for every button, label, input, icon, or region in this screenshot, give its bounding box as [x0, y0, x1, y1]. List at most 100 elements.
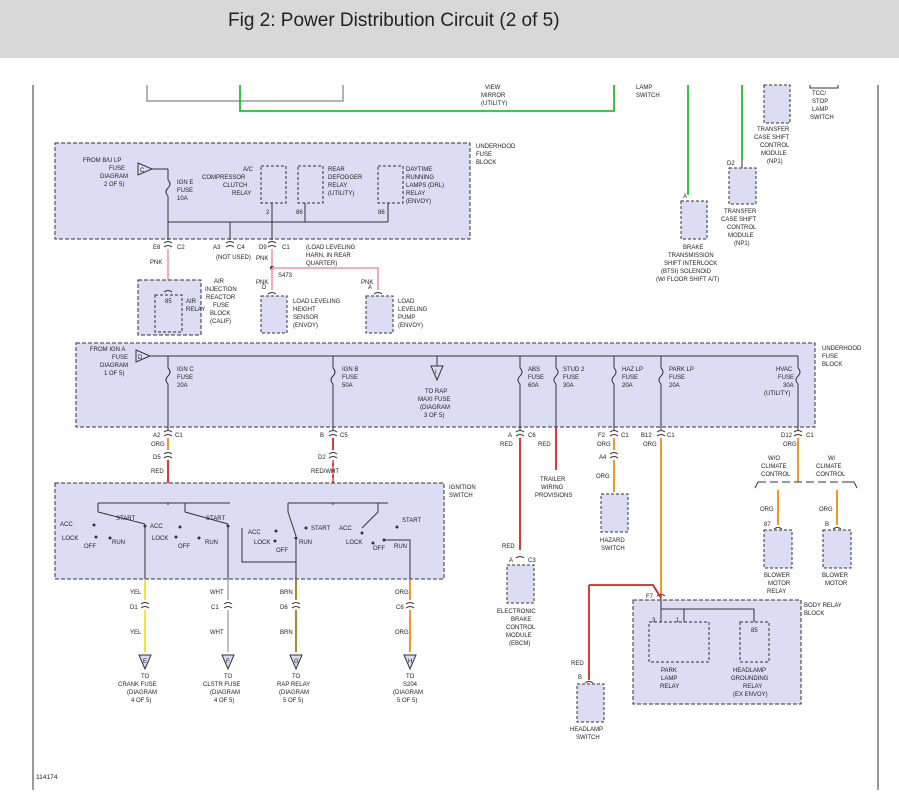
- ign-c-1: FUSE: [177, 375, 193, 381]
- ufb-lower-label-0: UNDERHOOD: [822, 346, 862, 352]
- b-pin: B: [320, 433, 324, 439]
- btsi-2: SHIFT INTERLOCK: [664, 261, 717, 267]
- ebcm-2: CONTROL: [506, 625, 536, 631]
- f2-conn: C1: [621, 433, 629, 439]
- rap-out-0: TO: [292, 674, 301, 680]
- llp-pin-icon: [373, 292, 383, 295]
- c2-conn: C2: [177, 245, 185, 251]
- btsi-pin: A: [683, 194, 687, 200]
- crank-wire-1: YEL: [130, 590, 142, 596]
- f2-pin: F2: [598, 433, 606, 439]
- stud2-1: FUSE: [563, 375, 579, 381]
- air-block-5: (CALIF): [210, 319, 231, 325]
- headlamp-pin: B: [578, 675, 582, 681]
- rap-out-3: 5 OF 5): [283, 698, 303, 704]
- w-climate-2: CONTROL: [816, 472, 846, 478]
- crank-pin: D1: [130, 605, 138, 611]
- headlamp-pin-icon: [584, 681, 594, 684]
- park-0: PARK LP: [669, 367, 694, 373]
- drl-relay-box: [377, 165, 404, 204]
- air-block-2: REACTOR: [206, 295, 236, 301]
- ign-lock-3: LOCK: [254, 540, 270, 546]
- e8-connector-icon: [163, 241, 173, 248]
- ebcm-pin: A: [509, 558, 513, 564]
- pink-wire-pump: [272, 267, 379, 290]
- ignition-switch: [54, 482, 445, 580]
- drl-2: LAMPS (DRL): [406, 183, 444, 189]
- ign-e-fuse-2: 10A: [177, 196, 188, 202]
- ufb-lower-from-0: FROM IGN A: [90, 347, 125, 353]
- s204-0: TO: [406, 674, 415, 680]
- hg-0: HEADLAMP: [733, 668, 766, 674]
- defogger-relay-box: [297, 165, 324, 204]
- air-block-1: INJECTION: [205, 287, 237, 293]
- blower-org-2: ORG: [819, 507, 833, 513]
- ebcm-conn: C3: [528, 558, 536, 564]
- ufb-upper-label-2: BLOCK: [476, 160, 496, 166]
- a2-conn: C1: [175, 433, 183, 439]
- underhood-fuse-block-lower: [75, 342, 816, 428]
- ign-lock-4: LOCK: [346, 540, 362, 546]
- tcsi-lower-1: CASE SHIFT: [721, 217, 757, 223]
- f2-color: ORG: [597, 442, 611, 448]
- hazard-0: HAZARD: [600, 538, 625, 544]
- ign-acc-1: ACC: [60, 522, 73, 528]
- d2-pin-lower: D2: [318, 455, 326, 461]
- blower-motor-1: MOTOR: [825, 581, 848, 587]
- hg-1: GROUNDING: [731, 676, 769, 682]
- air-block-3: FUSE: [213, 303, 229, 309]
- abs-2: 60A: [528, 383, 539, 389]
- clstr-pin: C1: [211, 605, 219, 611]
- crank-2: (DIAGRAM: [127, 690, 157, 696]
- park-lamp-relay: [648, 621, 710, 663]
- park-0: PARK: [661, 668, 677, 674]
- headlamp-1: SWITCH: [576, 735, 600, 741]
- headlamp-switch: [576, 683, 605, 723]
- drl-relay-pin: 86: [378, 210, 385, 216]
- red-wht-label: RED/WHT: [311, 469, 339, 475]
- s204-wire-2: ORG: [395, 630, 409, 636]
- clstr-0: TO: [224, 674, 233, 680]
- clstr-3: 4 OF 5): [214, 698, 234, 704]
- ufb-upper-from-0: FROM B/U LP: [83, 158, 121, 164]
- ufb-lower-label-1: FUSE: [822, 354, 838, 360]
- pin-a2: [163, 430, 173, 437]
- clstr-1: CLSTR FUSE: [203, 682, 240, 688]
- d12-conn: C1: [806, 433, 814, 439]
- d2-connector-icon: [328, 452, 338, 459]
- abs-1: FUSE: [528, 375, 544, 381]
- defogger-relay-pin: 86: [296, 210, 303, 216]
- b12-conn: C1: [667, 433, 675, 439]
- splice-s473: S473: [278, 273, 293, 279]
- load-leveling-harn-1: HARN, IN REAR: [306, 253, 351, 259]
- hvac-0: HVAC: [776, 367, 793, 373]
- fuse-ign-c: [165, 356, 171, 430]
- d5-pin: D5: [153, 455, 161, 461]
- llhs-1: HEIGHT: [293, 307, 316, 313]
- load-leveling-harn-2: QUARTER): [306, 261, 337, 267]
- view-mirror-2: (UTILITY): [481, 101, 507, 107]
- btsi-solenoid: [680, 200, 708, 240]
- park-1: LAMP: [661, 676, 677, 682]
- s204-3: 5 OF 5): [397, 698, 417, 704]
- a3-connector-icon: [225, 241, 235, 248]
- pin-a-c6: [515, 430, 525, 437]
- fuse-hvac: [795, 356, 801, 430]
- crank-1: CRANK FUSE: [118, 682, 157, 688]
- hvac-2: 30A: [783, 383, 794, 389]
- ign-start-4: START: [402, 518, 421, 524]
- llhs-3: (ENVOY): [293, 323, 318, 329]
- ebcm-module: [506, 564, 535, 604]
- blower-motor-0: BLOWER: [822, 573, 849, 579]
- ign-acc-2: ACC: [150, 524, 163, 530]
- load-leveling-sensor: [260, 295, 288, 334]
- e8-pin: E8: [153, 245, 161, 251]
- air-relay-1: RELAY: [186, 307, 205, 313]
- ignition-section-1: [92, 503, 147, 579]
- pin-d12: [793, 430, 803, 437]
- a-c6-pin: A: [508, 433, 512, 439]
- air-block-0: AIR: [214, 279, 225, 285]
- ignition-section-3: [241, 503, 308, 579]
- tcsi-upper-4: (NP1): [767, 159, 783, 165]
- ignition-section-2: [174, 503, 230, 579]
